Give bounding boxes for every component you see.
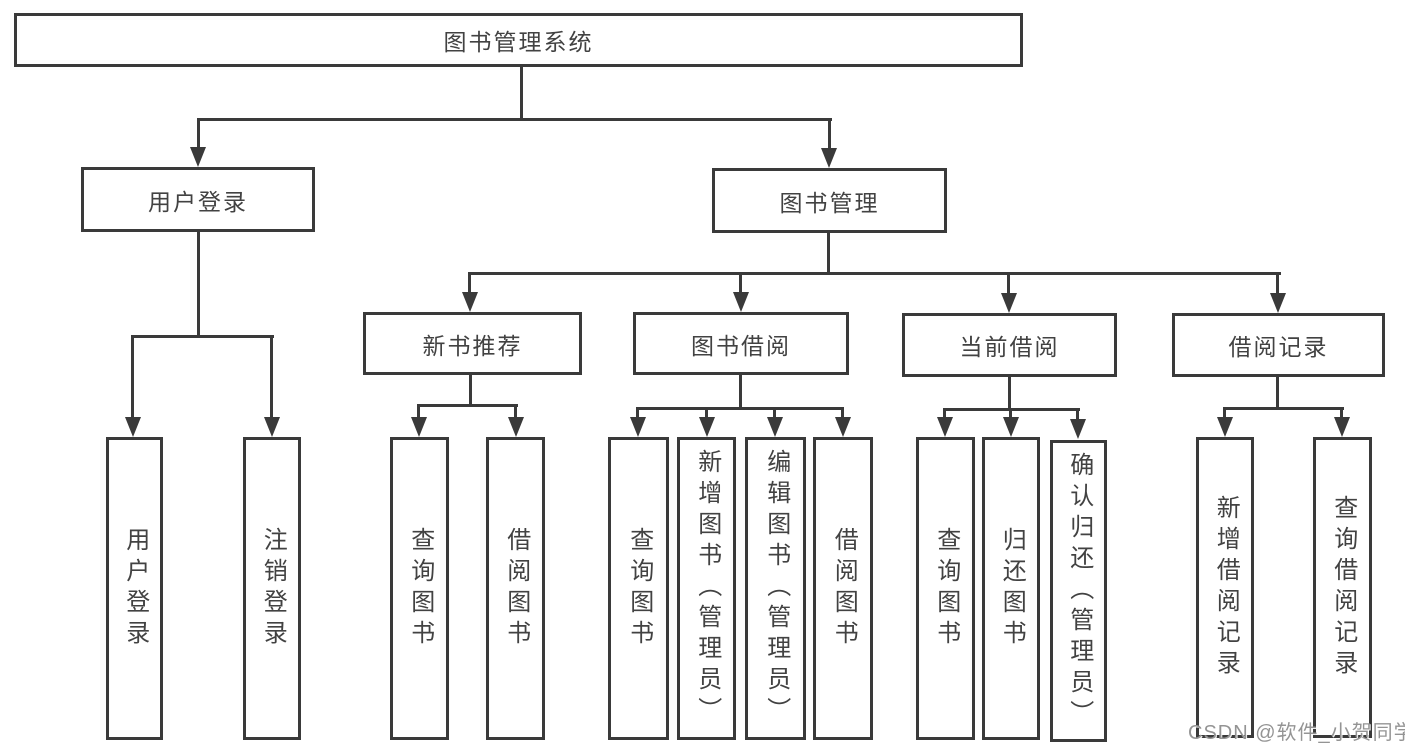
leaf-edit-book-admin-label: 编辑图书（管理员） (762, 449, 790, 728)
leaf-add-borrow-record-label: 新增借阅记录 (1212, 494, 1240, 681)
edge-to-borrow-record (1276, 272, 1279, 295)
node-user-login-label: 用户登录 (148, 188, 248, 215)
edge-bookborrow-horizontal (636, 407, 844, 410)
edge-manage-stem (827, 233, 830, 275)
leaf-query-borrow-record: 查询借阅记录 (1313, 437, 1372, 738)
edge-bookborrow-child3 (773, 407, 776, 419)
leaf-query-books-current-label: 查询图书 (932, 526, 960, 651)
leaf-borrow-books-recommend-label: 借阅图书 (502, 526, 530, 651)
edge-login-stem (197, 232, 200, 338)
edge-bookborrow-child4 (841, 407, 844, 419)
leaf-query-books-current: 查询图书 (916, 437, 975, 740)
arrow-down-icon (264, 417, 280, 437)
leaf-logout: 注销登录 (243, 437, 301, 740)
arrow-down-icon (1217, 417, 1233, 437)
leaf-query-books-borrow-label: 查询图书 (625, 526, 653, 651)
leaf-query-books-borrow: 查询图书 (608, 437, 669, 740)
node-book-borrow-label: 图书借阅 (691, 332, 791, 359)
leaf-user-login-label: 用户登录 (121, 526, 149, 651)
arrow-down-icon (1070, 419, 1086, 439)
edge-record-child2 (1340, 407, 1343, 419)
arrow-down-icon (1003, 417, 1019, 437)
arrow-down-icon (411, 417, 427, 437)
arrow-down-icon (821, 148, 837, 168)
arrow-down-icon (937, 417, 953, 437)
leaf-user-login: 用户登录 (106, 437, 163, 740)
arrow-down-icon (125, 417, 141, 437)
node-current-borrow: 当前借阅 (902, 313, 1117, 377)
node-current-borrow-label: 当前借阅 (959, 334, 1060, 360)
edge-newbook-child2 (514, 404, 517, 419)
edge-newbook-horizontal (417, 404, 518, 407)
leaf-borrow-books: 借阅图书 (813, 437, 873, 740)
edge-manage-horizontal (468, 272, 1281, 275)
node-new-book-recommend-label: 新书推荐 (422, 332, 523, 359)
node-borrow-record: 借阅记录 (1172, 313, 1385, 377)
watermark: CSDN @软件_小贺同学 (1188, 722, 1405, 744)
edge-to-current-borrow (1007, 272, 1010, 295)
edge-bookborrow-child2 (705, 407, 708, 419)
edge-current-child3 (1076, 408, 1079, 421)
leaf-query-books-recommend: 查询图书 (390, 437, 449, 740)
arrow-down-icon (630, 417, 646, 437)
edge-bookborrow-child1 (636, 407, 639, 419)
node-book-manage: 图书管理 (712, 168, 947, 233)
edge-record-stem (1276, 377, 1279, 410)
edge-current-child2 (1009, 408, 1012, 419)
node-book-manage-label: 图书管理 (779, 189, 880, 216)
leaf-edit-book-admin: 编辑图书（管理员） (745, 437, 806, 740)
edge-record-horizontal (1223, 407, 1344, 410)
arrow-down-icon (462, 292, 478, 312)
leaf-query-books-recommend-label: 查询图书 (406, 526, 434, 651)
edge-current-stem (1008, 377, 1011, 410)
arrow-down-icon (835, 417, 851, 437)
arrow-down-icon (699, 417, 715, 437)
node-user-login: 用户登录 (81, 167, 315, 232)
leaf-return-book-label: 归还图书 (998, 526, 1026, 651)
leaf-query-borrow-record-label: 查询借阅记录 (1329, 494, 1357, 681)
node-borrow-record-label: 借阅记录 (1228, 334, 1329, 360)
edge-to-leaf-logout (270, 335, 273, 418)
arrow-down-icon (190, 147, 206, 167)
edge-to-user-login (197, 118, 200, 150)
edge-record-child1 (1223, 407, 1226, 419)
edge-to-leaf-login (131, 335, 134, 418)
edge-bookborrow-stem (739, 375, 742, 410)
arrow-down-icon (1334, 417, 1350, 437)
edge-to-book-borrow (739, 272, 742, 294)
edge-newbook-child1 (417, 404, 420, 419)
edge-to-new-book (468, 272, 471, 294)
leaf-logout-label: 注销登录 (259, 526, 287, 651)
node-book-borrow: 图书借阅 (633, 312, 849, 375)
edge-level1-horizontal (197, 118, 832, 121)
leaf-return-book: 归还图书 (982, 437, 1040, 740)
leaf-borrow-books-recommend: 借阅图书 (486, 437, 545, 740)
edge-to-book-manage (828, 118, 831, 150)
edge-root-stem (520, 65, 523, 121)
node-new-book-recommend: 新书推荐 (363, 312, 582, 375)
node-root: 图书管理系统 (14, 13, 1023, 67)
arrow-down-icon (1270, 293, 1286, 313)
arrow-down-icon (508, 417, 524, 437)
leaf-confirm-return-admin: 确认归还（管理员） (1050, 440, 1107, 742)
edge-login-horizontal (131, 335, 274, 338)
leaf-add-book-admin: 新增图书（管理员） (677, 437, 736, 740)
node-root-label: 图书管理系统 (443, 29, 594, 55)
leaf-add-borrow-record: 新增借阅记录 (1196, 437, 1254, 738)
arrow-down-icon (733, 292, 749, 312)
leaf-add-book-admin-label: 新增图书（管理员） (693, 449, 721, 728)
arrow-down-icon (1001, 293, 1017, 313)
leaf-borrow-books-label: 借阅图书 (830, 526, 858, 651)
edge-current-child1 (943, 408, 946, 419)
arrow-down-icon (767, 417, 783, 437)
edge-newbook-stem (469, 375, 472, 407)
leaf-confirm-return-admin-label: 确认归还（管理员） (1065, 451, 1093, 731)
